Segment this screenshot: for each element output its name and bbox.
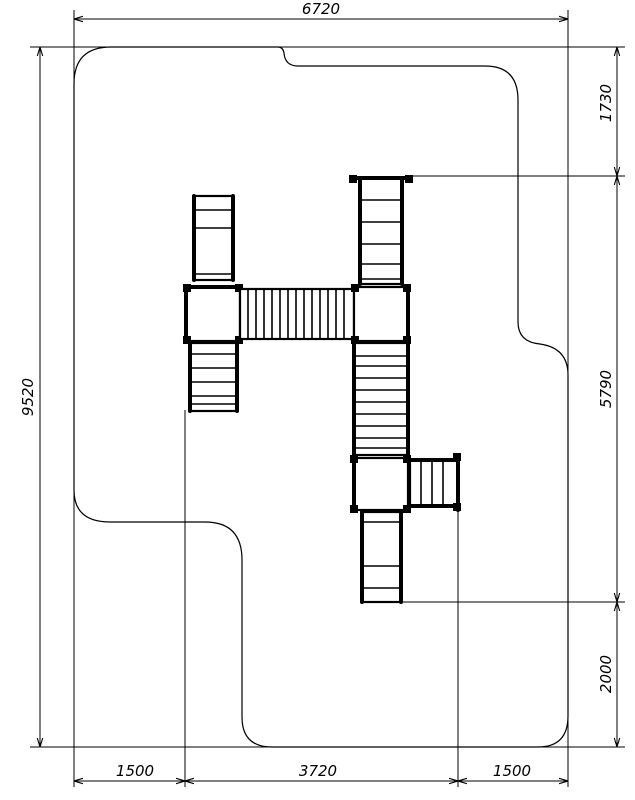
playground-equipment — [183, 175, 461, 604]
platform-left — [183, 284, 243, 344]
ladder-right-top — [349, 175, 413, 286]
dim-overall-height: 9520 — [19, 378, 37, 416]
plot-boundary — [73, 46, 569, 748]
stairs-left-bottom — [188, 341, 239, 413]
stairs-middle — [352, 341, 410, 457]
dim-right-middle: 5790 — [597, 370, 615, 408]
dim-bottom-middle: 3720 — [299, 762, 337, 780]
dim-right-top: 1730 — [597, 84, 615, 122]
ladder-bottom — [360, 510, 403, 604]
ladder-side-right — [408, 453, 461, 512]
platform-lower — [350, 455, 411, 513]
dim-right-bottom: 2000 — [597, 655, 615, 693]
ladder-left-top — [192, 194, 235, 282]
dim-bottom-left: 1500 — [116, 762, 154, 780]
platform-right — [351, 284, 411, 344]
bridge — [238, 287, 356, 341]
dim-bottom-right: 1500 — [493, 762, 531, 780]
safety-zone-outline — [73, 46, 569, 748]
dim-overall-width: 6720 — [302, 0, 340, 18]
